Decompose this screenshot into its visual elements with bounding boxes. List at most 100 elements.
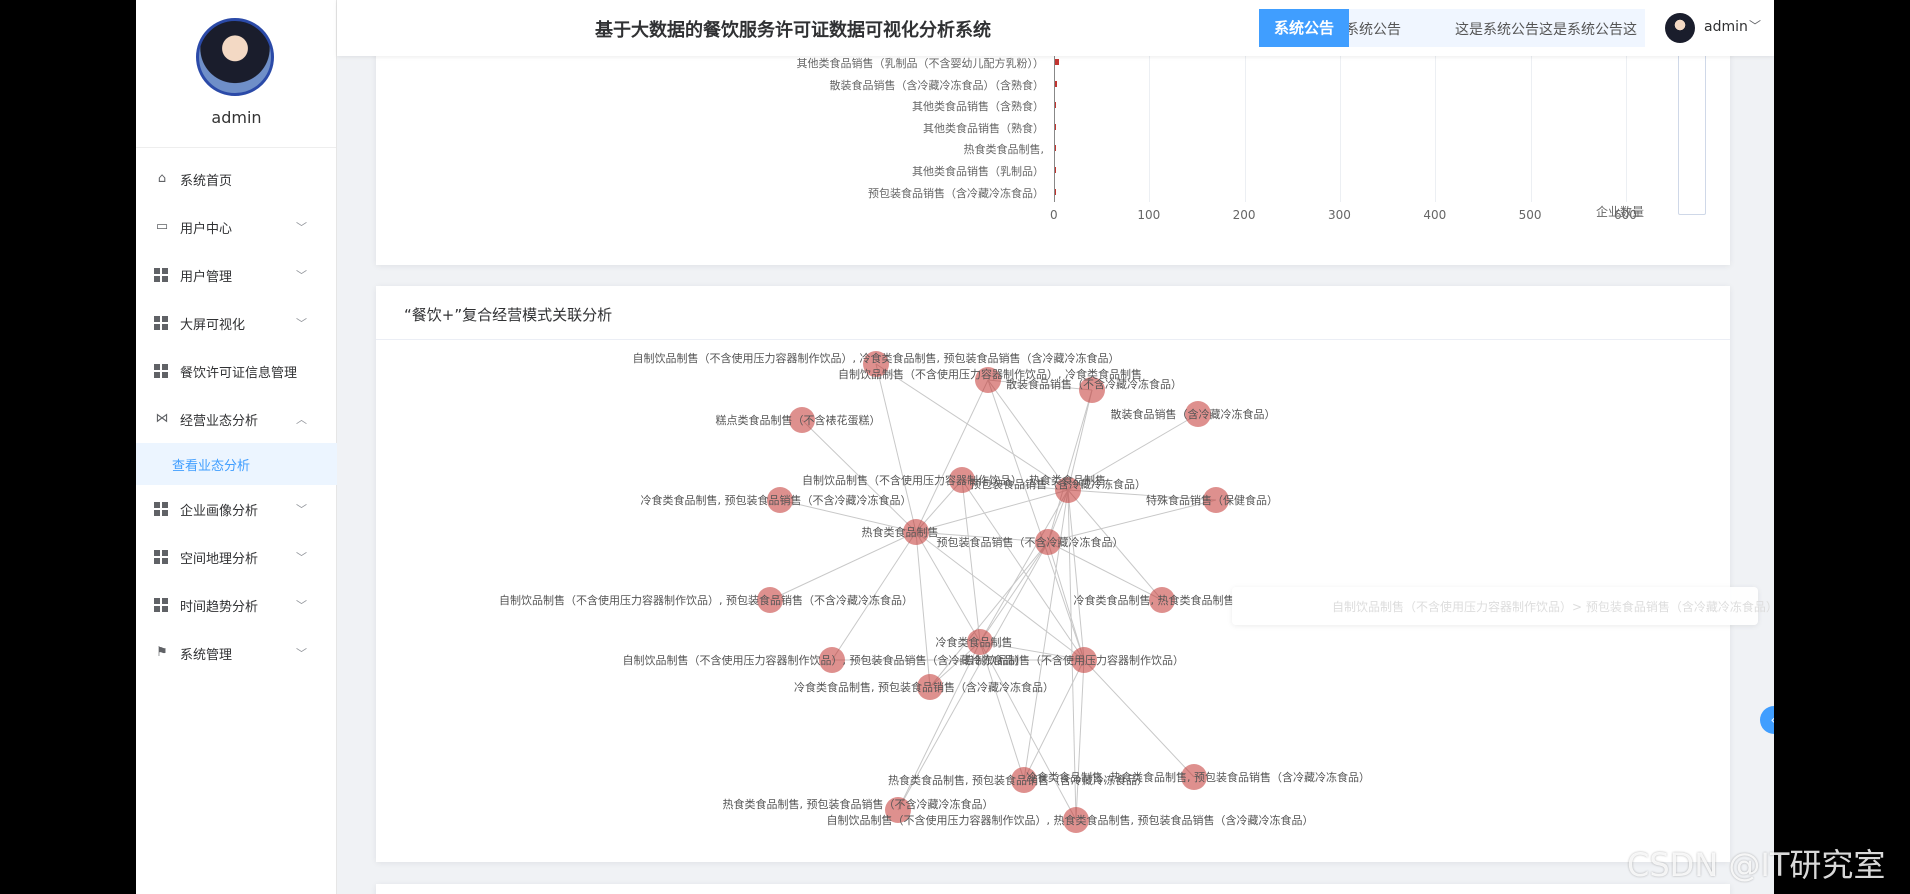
network-node[interactable] <box>863 351 889 377</box>
bar[interactable] <box>1054 145 1056 152</box>
network-node[interactable] <box>1079 377 1105 403</box>
network-edge <box>915 489 1069 533</box>
network-edge <box>831 531 917 661</box>
y-tick-label: 其他类食品销售（乳制品） <box>912 165 1044 178</box>
network-node[interactable] <box>1203 487 1229 513</box>
network-node[interactable] <box>789 407 815 433</box>
x-tick-label: 600 <box>1614 208 1637 222</box>
x-tick-label: 300 <box>1328 208 1351 222</box>
network-node[interactable] <box>975 367 1001 393</box>
sidebar-item-label: 系统管理 <box>180 647 233 663</box>
network-edge <box>897 541 1049 811</box>
network-node[interactable] <box>819 647 845 673</box>
avatar[interactable] <box>196 18 274 96</box>
sidebar-item-label: 餐饮许可证信息管理 <box>180 365 298 381</box>
network-graph[interactable]: 自制饮品制售（不含使用压力容器制作饮品）, 冷食类食品制售, 预包装食品销售（含… <box>376 340 1730 862</box>
bar[interactable] <box>1054 123 1056 130</box>
network-edge <box>979 641 1025 781</box>
sidebar-item-label: 企业画像分析 <box>180 503 259 519</box>
network-node[interactable] <box>917 674 943 700</box>
network-node-label: 预包装食品销售（不含冷藏冷冻食品） <box>937 535 1124 549</box>
network-edge <box>915 379 989 533</box>
network-node[interactable] <box>1011 767 1037 793</box>
network-edge <box>801 419 917 533</box>
network-node-label: 预包装食品销售（含冷藏冷冻食品） <box>970 477 1146 491</box>
grid-icon <box>154 268 168 282</box>
x-tick-label: 100 <box>1137 208 1161 222</box>
sidebar-item-system-management[interactable]: ⚑ 系统管理 ﹀ <box>136 629 337 677</box>
network-node-label: 冷食类食品制售, 热食类食品制售, 预包装食品销售（含冷藏冷冻食品） <box>1026 770 1370 784</box>
network-node[interactable] <box>967 629 993 655</box>
sidebar-item-label: 用户中心 <box>180 221 233 237</box>
grid-icon <box>154 364 168 378</box>
bar[interactable] <box>1054 102 1056 109</box>
network-edge <box>1047 541 1085 661</box>
chevron-down-icon: ﹀ <box>296 269 307 282</box>
grid-icon <box>154 550 168 564</box>
grid-line <box>1340 0 1341 202</box>
network-edge <box>1047 541 1163 601</box>
sidebar-item-business-analysis[interactable]: ⋈ 经营业态分析 ︿ <box>136 395 337 443</box>
network-node-label: 自制饮品制售（不含使用压力容器制作饮品）, 预包装食品销售（含冷藏冷冻食品） <box>623 653 1026 667</box>
collapse-button[interactable]: ‹ <box>1760 706 1774 734</box>
chevron-down-icon[interactable]: ﹀ <box>1749 19 1762 33</box>
home-icon: ⌂ <box>157 171 167 186</box>
network-node[interactable] <box>1035 529 1061 555</box>
network-edge <box>1067 389 1093 491</box>
sidebar-item-view-business-analysis[interactable]: 查看业态分析 <box>136 443 337 485</box>
sidebar-item-time-trend[interactable]: 时间趋势分析 ﹀ <box>136 581 337 629</box>
network-node-label: 自制饮品制售（不含使用压力容器制作饮品）, 热食类食品制售, 预包装食品销售（含… <box>827 813 1314 827</box>
network-node[interactable] <box>903 519 929 545</box>
network-edge <box>1067 489 1163 601</box>
grid-line <box>1435 0 1437 202</box>
bar[interactable] <box>1054 188 1056 195</box>
card-title: “餐饮+”复合经营模式关联分析 <box>376 286 1730 340</box>
network-node[interactable] <box>1055 477 1081 503</box>
network-node[interactable] <box>757 587 783 613</box>
network-node[interactable] <box>885 797 911 823</box>
network-node[interactable] <box>1185 401 1211 427</box>
sidebar-item-enterprise-profile[interactable]: 企业画像分析 ﹀ <box>136 485 337 533</box>
y-tick-label: 其他类食品销售（熟食） <box>923 121 1044 135</box>
network-edge <box>1047 389 1093 543</box>
bowtie-icon: ⋈ <box>155 411 169 426</box>
network-node-label: 热食类食品制售 <box>862 525 939 539</box>
x-tick-label: 400 <box>1423 208 1447 222</box>
network-node[interactable] <box>767 487 793 513</box>
flag-icon: ⚑ <box>156 645 168 660</box>
network-edge <box>979 641 1085 661</box>
sidebar-item-spatial-analysis[interactable]: 空间地理分析 ﹀ <box>136 533 337 581</box>
chevron-down-icon: ﹀ <box>296 647 307 660</box>
grid-icon <box>154 598 168 612</box>
sidebar-item-home[interactable]: ⌂ 系统首页 <box>136 155 337 203</box>
sidebar-item-big-screen[interactable]: 大屏可视化 ﹀ <box>136 299 337 347</box>
legend-box <box>1678 40 1706 215</box>
bar[interactable] <box>1054 80 1057 87</box>
app-root: admin ⌂ 系统首页 ▭ 用户中心 ﹀ 用户管理 ﹀ 大屏可视化 ﹀ <box>136 0 1774 894</box>
bar[interactable] <box>1054 167 1056 173</box>
header-avatar[interactable] <box>1665 13 1695 43</box>
profile-username: admin <box>211 108 262 127</box>
sidebar-item-user-center[interactable]: ▭ 用户中心 ﹀ <box>136 203 337 251</box>
x-tick-label: 200 <box>1232 208 1256 222</box>
network-node[interactable] <box>949 467 975 493</box>
network-node[interactable] <box>1149 587 1175 613</box>
network-edge <box>961 479 1069 491</box>
network-edge <box>915 531 1049 543</box>
network-node-label: 特殊食品销售（保健食品） <box>1146 493 1278 507</box>
header-username[interactable]: admin <box>1704 19 1748 35</box>
sidebar-item-label: 空间地理分析 <box>180 551 259 567</box>
sidebar-item-label: 时间趋势分析 <box>180 599 259 615</box>
sidebar-item-user-management[interactable]: 用户管理 ﹀ <box>136 251 337 299</box>
chevron-down-icon: ﹀ <box>296 599 307 612</box>
grid-line <box>1149 0 1151 202</box>
network-node[interactable] <box>1071 647 1097 673</box>
sidebar-item-label: 经营业态分析 <box>180 413 259 429</box>
bar[interactable] <box>1054 59 1059 65</box>
network-node[interactable] <box>1063 807 1089 833</box>
notice-button[interactable]: 系统公告 <box>1259 9 1349 47</box>
network-node-label: 散装食品销售（不含冷藏冷冻食品） <box>1006 377 1182 391</box>
network-node[interactable] <box>1181 764 1207 790</box>
network-edge <box>929 541 1049 688</box>
sidebar-item-license-info[interactable]: 餐饮许可证信息管理 <box>136 347 337 395</box>
